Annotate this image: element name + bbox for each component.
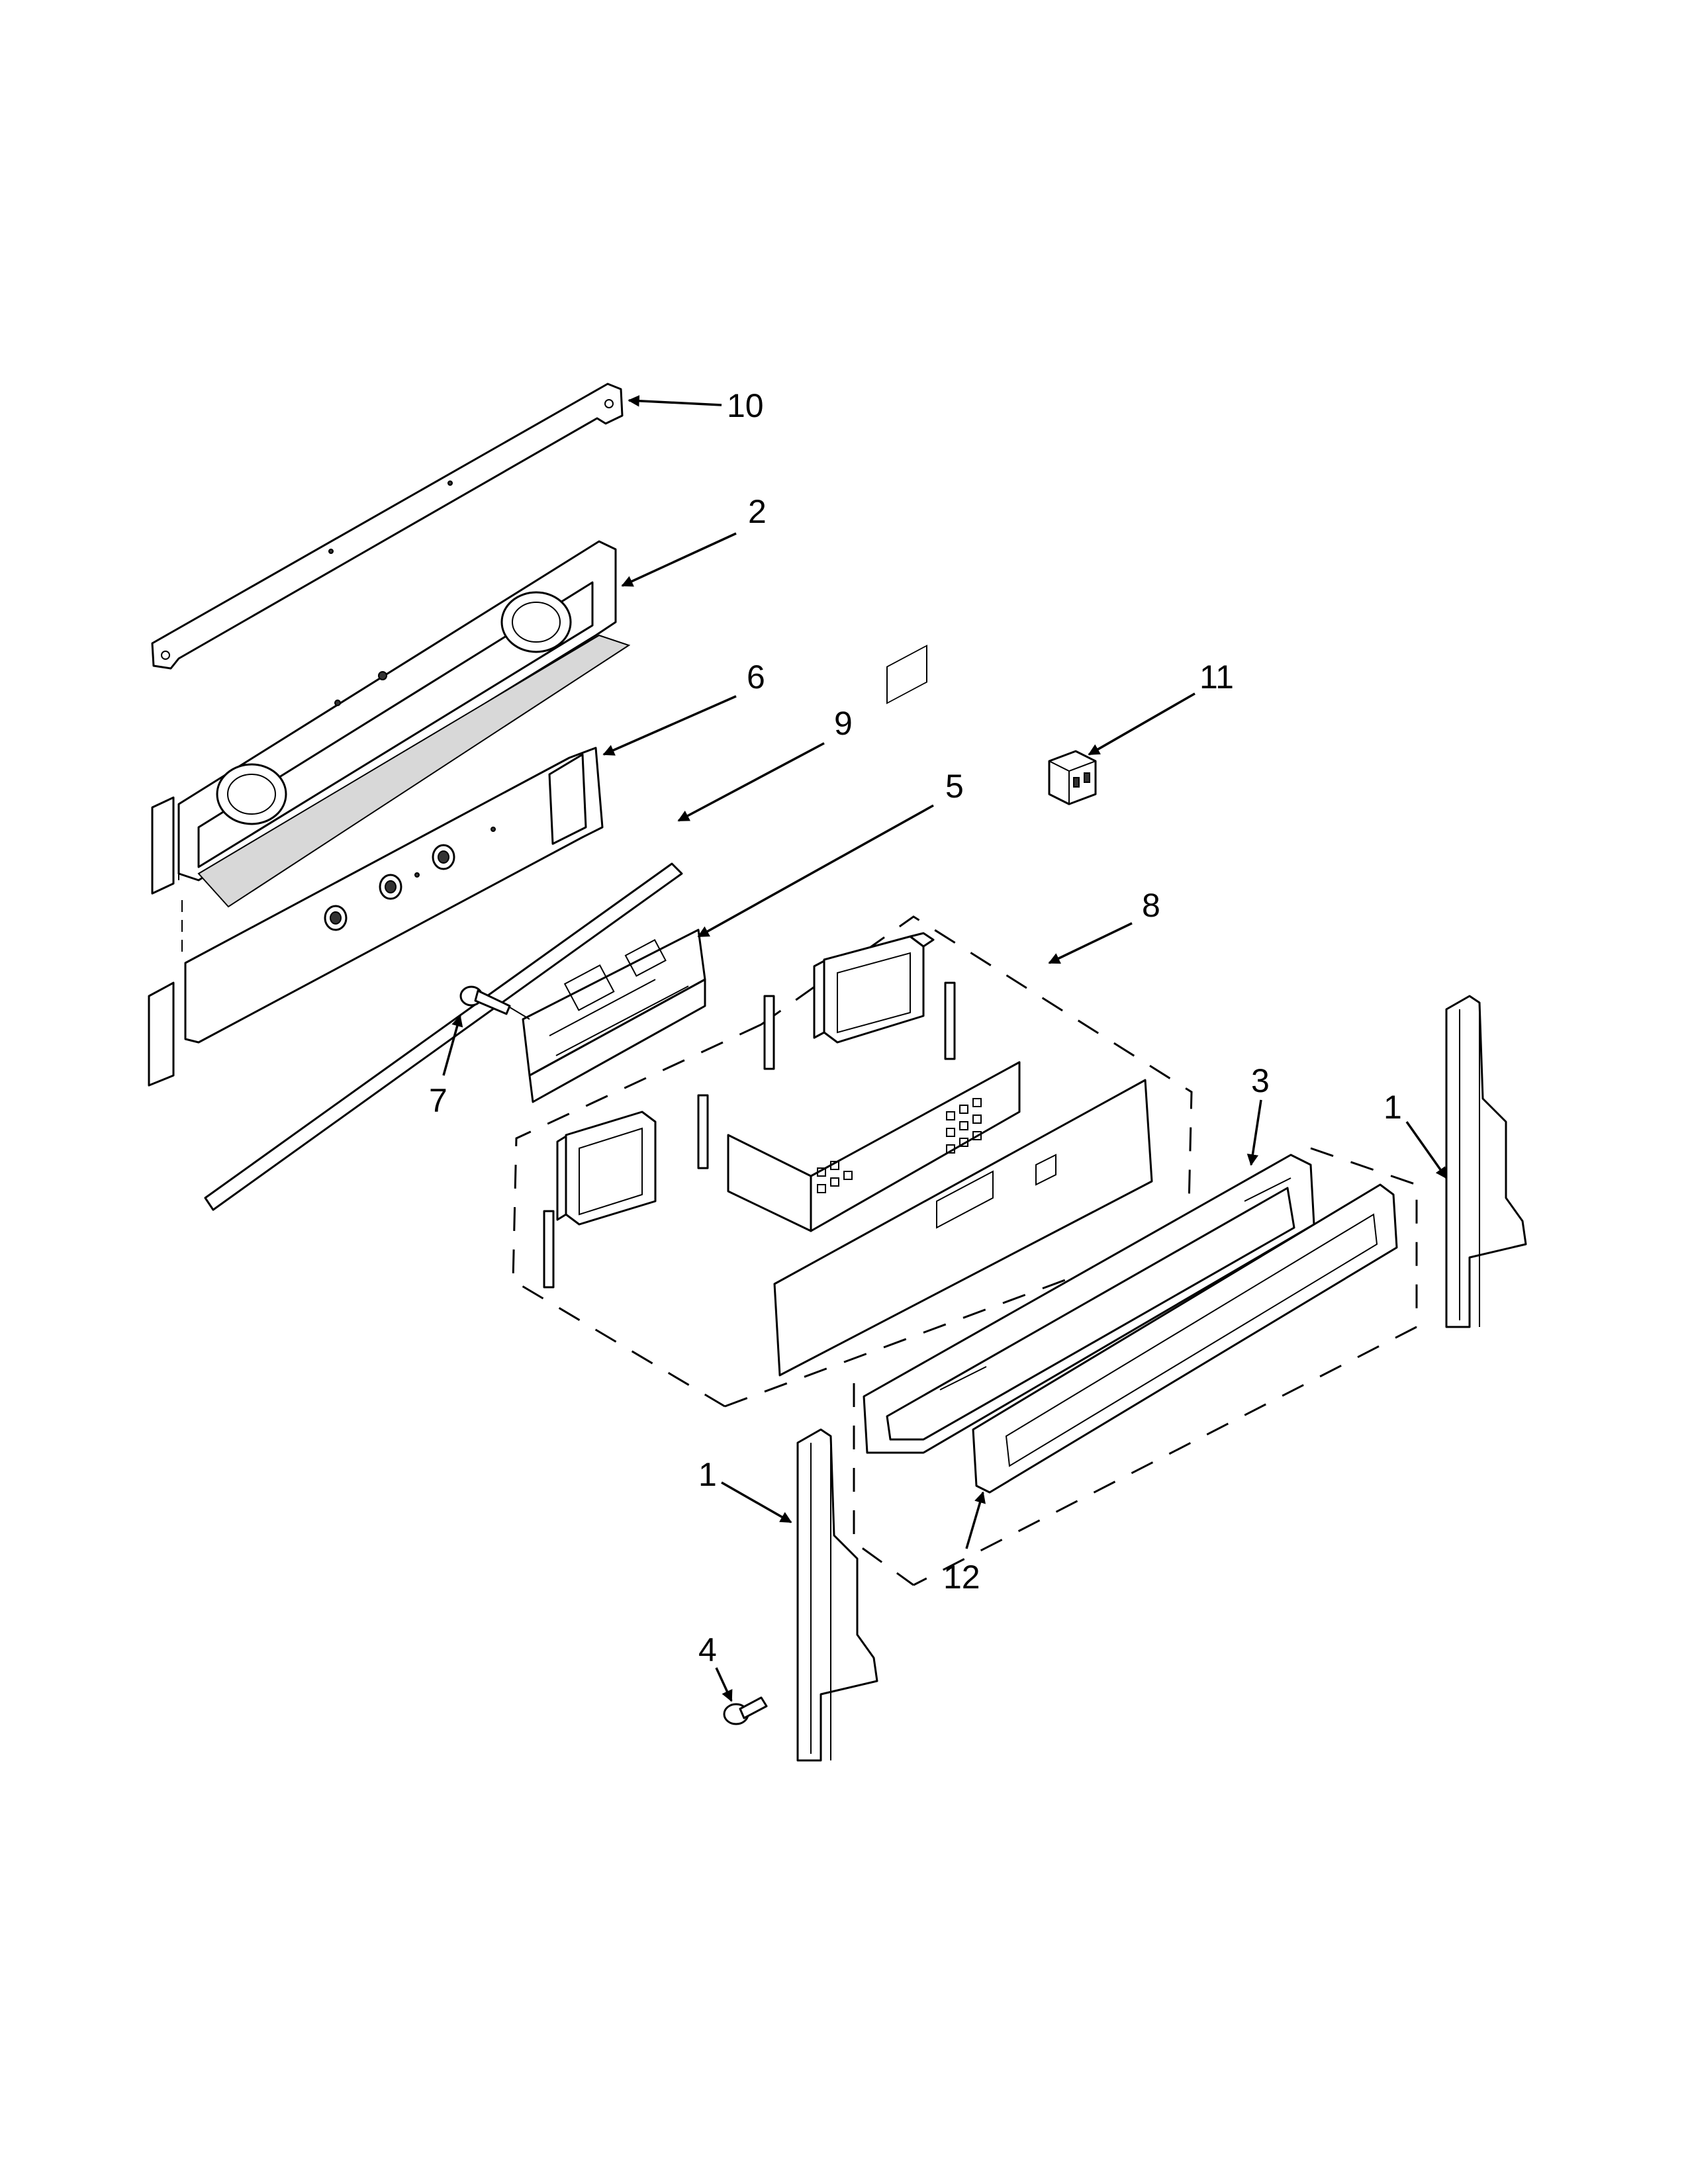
part-1-right-side-bracket [1445, 995, 1527, 1328]
callout-8: 8 [1142, 887, 1160, 924]
callout-labels: 10 2 6 9 5 11 8 7 3 1 1 12 4 [429, 387, 1402, 1668]
part-10-top-rail [151, 383, 624, 670]
keypad-buttons [817, 645, 982, 1193]
part-2-panel-housing [151, 540, 631, 908]
part-6-panel-support [148, 747, 604, 1087]
part-1-left-side-bracket [796, 1428, 878, 1762]
part-9-trim-strip [204, 862, 683, 1211]
callout-6: 6 [747, 659, 765, 696]
leader-lines [442, 395, 1448, 1702]
part-12-inner-frame [972, 1183, 1398, 1494]
callout-10: 10 [727, 387, 764, 424]
callout-12: 12 [943, 1559, 980, 1596]
part-5-control-board [522, 929, 706, 1103]
callout-3: 3 [1251, 1062, 1270, 1099]
callout-5: 5 [945, 768, 964, 805]
part-8-keypad-panel [727, 645, 1153, 1377]
callout-1-left: 1 [698, 1456, 717, 1493]
frame-dashed-outline [853, 1147, 1418, 1586]
part-4-screw [723, 1696, 768, 1725]
callout-2: 2 [748, 493, 767, 530]
part-7-screw [459, 985, 530, 1020]
callout-9: 9 [834, 705, 853, 742]
callout-7: 7 [429, 1082, 447, 1119]
part-8-mounting-brackets [543, 932, 956, 1289]
callout-11: 11 [1199, 659, 1234, 696]
callout-4: 4 [698, 1631, 717, 1668]
part-11-relay [1048, 750, 1097, 805]
callout-1-right: 1 [1383, 1089, 1402, 1126]
